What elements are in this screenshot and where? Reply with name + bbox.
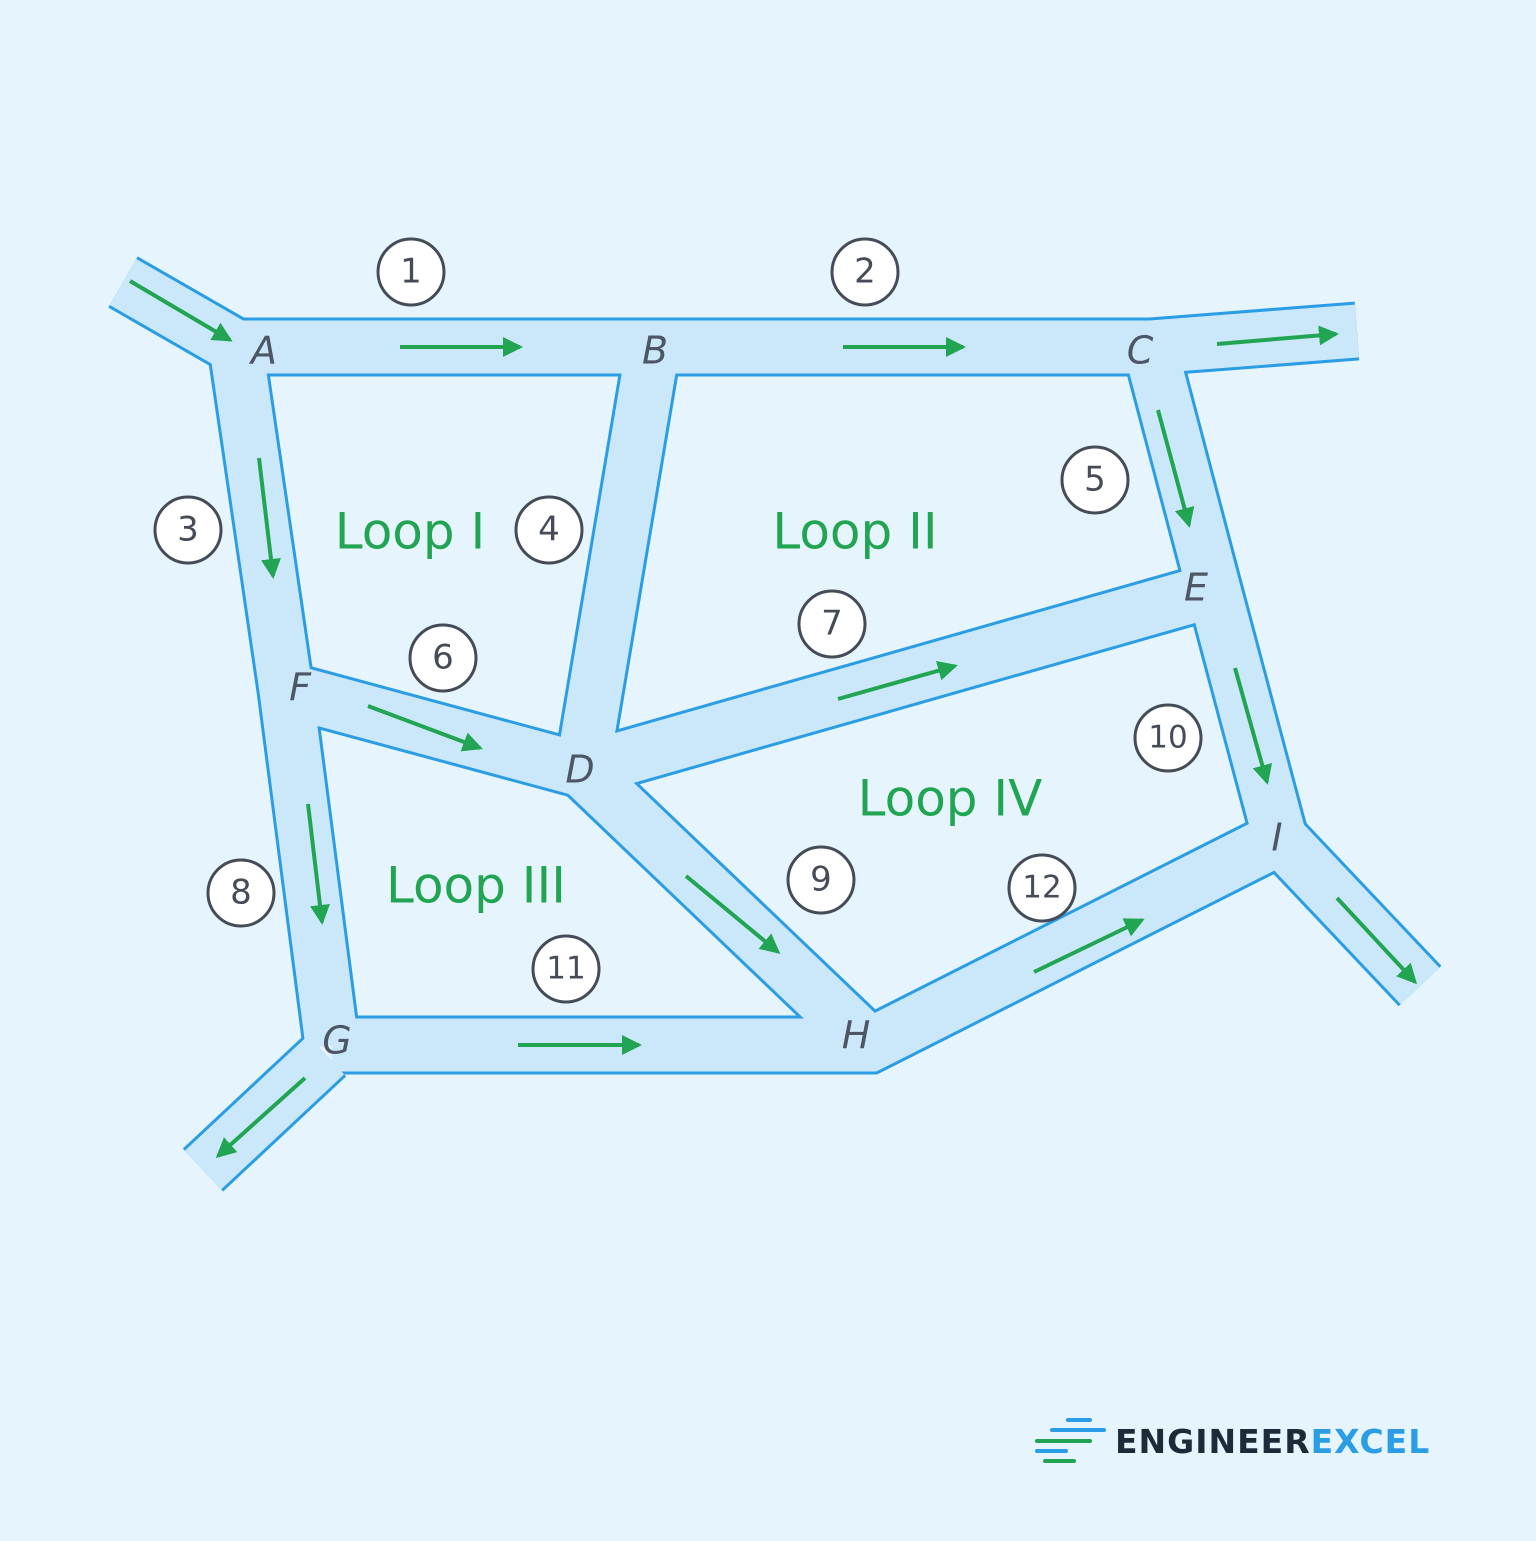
pipe-badge-1: 1 <box>376 237 446 307</box>
pipe-badge-4: 4 <box>514 495 584 565</box>
node-label-a: A <box>248 329 277 373</box>
brand-part-engineer: ENGINEER <box>1115 1422 1311 1461</box>
pipe-badge-12: 12 <box>1007 853 1077 923</box>
node-label-g: G <box>322 1019 351 1063</box>
loop-labels: Loop I Loop II Loop III Loop IV <box>335 503 1043 915</box>
flow-arrow-pipe-3 <box>257 457 281 579</box>
node-label-h: H <box>842 1014 871 1058</box>
flow-arrow-pipe-7 <box>837 660 958 701</box>
speed-lines-icon <box>1035 1418 1106 1463</box>
flow-arrow-pipe-6 <box>367 704 483 752</box>
pipe-number-4: 4 <box>538 510 560 550</box>
brand-logo: ENGINEEREXCEL <box>1035 1418 1430 1463</box>
node-labels: A B C D E F G H I <box>248 329 1283 1063</box>
pipe-number-12: 12 <box>1022 870 1061 906</box>
pipe-badge-7: 7 <box>797 589 867 659</box>
pipe-badge-9: 9 <box>786 845 856 915</box>
pipe-badge-6: 6 <box>408 623 478 693</box>
flow-arrow-pipe-12 <box>1033 918 1145 974</box>
inlet-pipe <box>109 259 250 370</box>
loop-label-2: Loop II <box>772 503 937 561</box>
pipe-number-11: 11 <box>546 951 585 987</box>
pipe-badge-2: 2 <box>830 237 900 307</box>
brand-part-excel: EXCEL <box>1311 1422 1431 1461</box>
node-label-i: I <box>1271 816 1282 860</box>
node-label-b: B <box>642 329 668 373</box>
flow-arrow-pipe-9 <box>684 874 781 954</box>
flow-arrows <box>128 279 1418 1159</box>
pipe-badge-5: 5 <box>1060 445 1130 515</box>
pipe-number-2: 2 <box>854 252 876 292</box>
pipe-number-7: 7 <box>821 604 843 644</box>
pipe-badge-8: 8 <box>206 858 276 928</box>
flow-arrow-pipe-5 <box>1156 409 1195 528</box>
pipe-number-badges: 1 2 3 4 5 6 7 8 <box>153 237 1203 1004</box>
flow-arrow-outlet-g <box>215 1076 307 1159</box>
brand-wordmark: ENGINEEREXCEL <box>1115 1422 1430 1461</box>
loop-label-3: Loop III <box>386 857 566 915</box>
pipe-number-1: 1 <box>400 252 422 292</box>
loop-label-1: Loop I <box>335 503 486 561</box>
pipe-number-3: 3 <box>177 510 199 550</box>
pipe-number-8: 8 <box>230 873 252 913</box>
node-label-d: D <box>565 748 594 792</box>
flow-arrow-pipe-10 <box>1233 667 1273 785</box>
pipe-number-9: 9 <box>810 860 832 900</box>
pipe-number-6: 6 <box>432 638 454 678</box>
node-label-e: E <box>1184 566 1208 610</box>
pipe-number-5: 5 <box>1084 460 1106 500</box>
flow-arrow-pipe-8 <box>306 803 330 925</box>
pipe-badge-3: 3 <box>153 495 223 565</box>
loop-label-4: Loop IV <box>858 770 1043 828</box>
flow-arrow-inlet <box>128 279 233 342</box>
pipe-badge-10: 10 <box>1133 703 1203 773</box>
pipe-number-10: 10 <box>1148 720 1187 756</box>
flow-arrow-outlet-c <box>1216 325 1339 346</box>
node-label-c: C <box>1127 329 1154 373</box>
pipe-4 <box>555 342 680 775</box>
flow-arrow-outlet-i <box>1335 896 1418 985</box>
pipe-badge-11: 11 <box>531 934 601 1004</box>
node-label-f: F <box>289 666 312 710</box>
